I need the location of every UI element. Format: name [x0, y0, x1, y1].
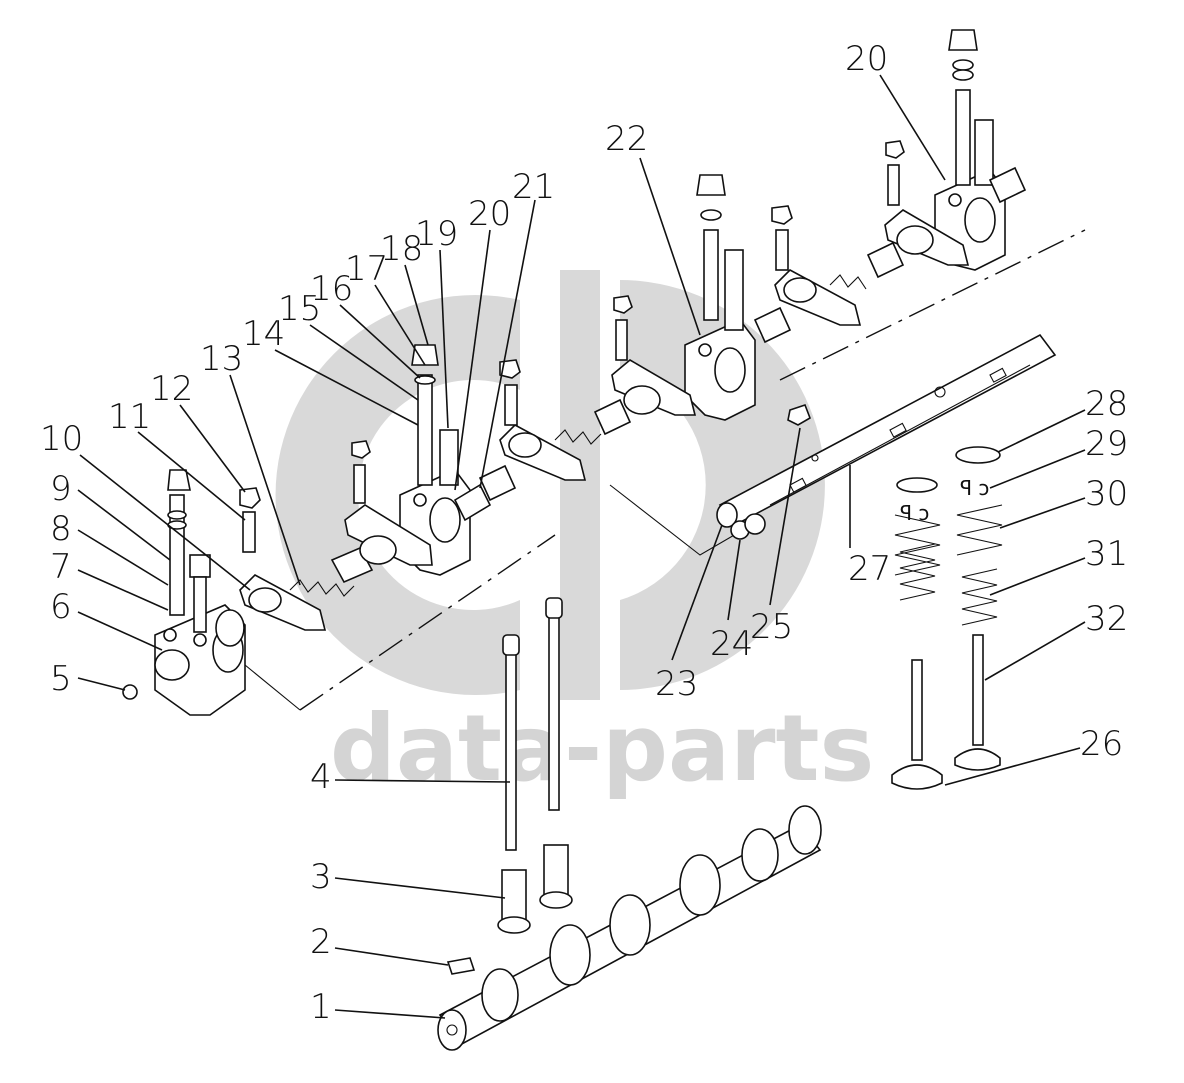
plug-5: [122, 684, 138, 700]
callout-12: 12: [150, 369, 193, 409]
push-rod-right: [545, 597, 563, 811]
bushing-right: [988, 166, 1027, 204]
rocker-arm-2: [344, 504, 433, 566]
watermark-text: data-parts: [330, 695, 874, 802]
bolt-2: [439, 429, 459, 486]
callout-15: 15: [278, 289, 321, 329]
callout-10: 10: [40, 419, 83, 459]
axis-line: [779, 229, 1086, 381]
callout-16: 16: [310, 269, 353, 309]
callout-13: 13: [200, 339, 243, 379]
tappet-right: [539, 844, 573, 909]
rocker-arm-5: [774, 269, 862, 326]
callout-3: 3: [310, 857, 332, 897]
rocker-arm-3: [499, 424, 587, 481]
washer: [744, 513, 766, 535]
axis-line: [299, 534, 556, 711]
callout-24: 24: [710, 624, 753, 664]
stud-right: [948, 29, 978, 186]
tappet-left: [497, 869, 531, 934]
callout-25: 25: [750, 607, 793, 647]
bushing-4: [753, 306, 792, 344]
callout-27: 27: [848, 549, 891, 589]
callout-17: 17: [345, 249, 388, 289]
callout-23: 23: [655, 664, 698, 704]
adjust-screw-5: [775, 229, 789, 271]
woodruff-key: [446, 957, 476, 975]
callout-1: 1: [310, 987, 332, 1027]
callout-18: 18: [380, 229, 423, 269]
nut-5: [771, 205, 793, 225]
spring-left: [289, 579, 355, 597]
stud-2: [411, 344, 439, 486]
svg-text:ꟼ ɔ: ꟼ ɔ: [900, 501, 929, 525]
bolt-right: [974, 119, 994, 186]
callout-19: 19: [415, 214, 458, 254]
adjust-screw-2: [353, 464, 366, 504]
callout-5: 5: [50, 659, 72, 699]
bolt-4: [724, 249, 744, 331]
callout-26: 26: [1080, 724, 1123, 764]
spring-3: [554, 429, 602, 445]
callout-8: 8: [50, 509, 72, 549]
push-rod-left: [502, 634, 520, 851]
valve-left: [891, 477, 943, 790]
callout-6: 6: [50, 587, 72, 627]
valve-right: [954, 446, 1003, 771]
spring-5: [829, 274, 867, 290]
camshaft: [437, 805, 822, 1051]
rocker-shaft: [716, 333, 1057, 528]
rocker-arm-right: [884, 209, 970, 266]
stud-left: [167, 469, 191, 616]
callout-28: 28: [1085, 384, 1128, 424]
callout-7: 7: [50, 547, 72, 587]
adjust-screw-right: [887, 164, 900, 206]
callout-22: 22: [605, 119, 648, 159]
callout-31: 31: [1085, 534, 1128, 574]
nut-4: [613, 295, 633, 314]
stud-4: [696, 174, 726, 321]
callout-20b: 20: [845, 39, 888, 79]
spacer-2: [453, 483, 492, 522]
nut-right: [885, 140, 905, 159]
callout-11: 11: [108, 397, 151, 437]
callout-2: 2: [310, 922, 332, 962]
callout-29: 29: [1085, 424, 1128, 464]
rocker-arm-left: [239, 574, 327, 631]
rocker-arm-4: [611, 359, 697, 416]
callout-32: 32: [1085, 599, 1128, 639]
nut-2: [351, 440, 371, 459]
nut-3: [499, 359, 521, 379]
callout-20a: 20: [468, 194, 511, 234]
adjust-screw-left: [242, 511, 256, 553]
adjust-screw-4: [615, 319, 628, 361]
bushing-3: [593, 398, 632, 436]
callout-9: 9: [50, 469, 72, 509]
bushing-2: [478, 464, 517, 502]
callout-21: 21: [512, 167, 555, 207]
svg-text:ꟼ ɔ: ꟼ ɔ: [960, 476, 989, 500]
bushing-5: [866, 241, 905, 279]
callout-4: 4: [310, 757, 332, 797]
callout-14: 14: [242, 314, 285, 354]
adjust-screw-3: [504, 384, 518, 426]
nut-left: [239, 487, 261, 509]
plug: [787, 403, 811, 426]
bolt-left: [189, 554, 211, 633]
callout-30: 30: [1085, 474, 1128, 514]
